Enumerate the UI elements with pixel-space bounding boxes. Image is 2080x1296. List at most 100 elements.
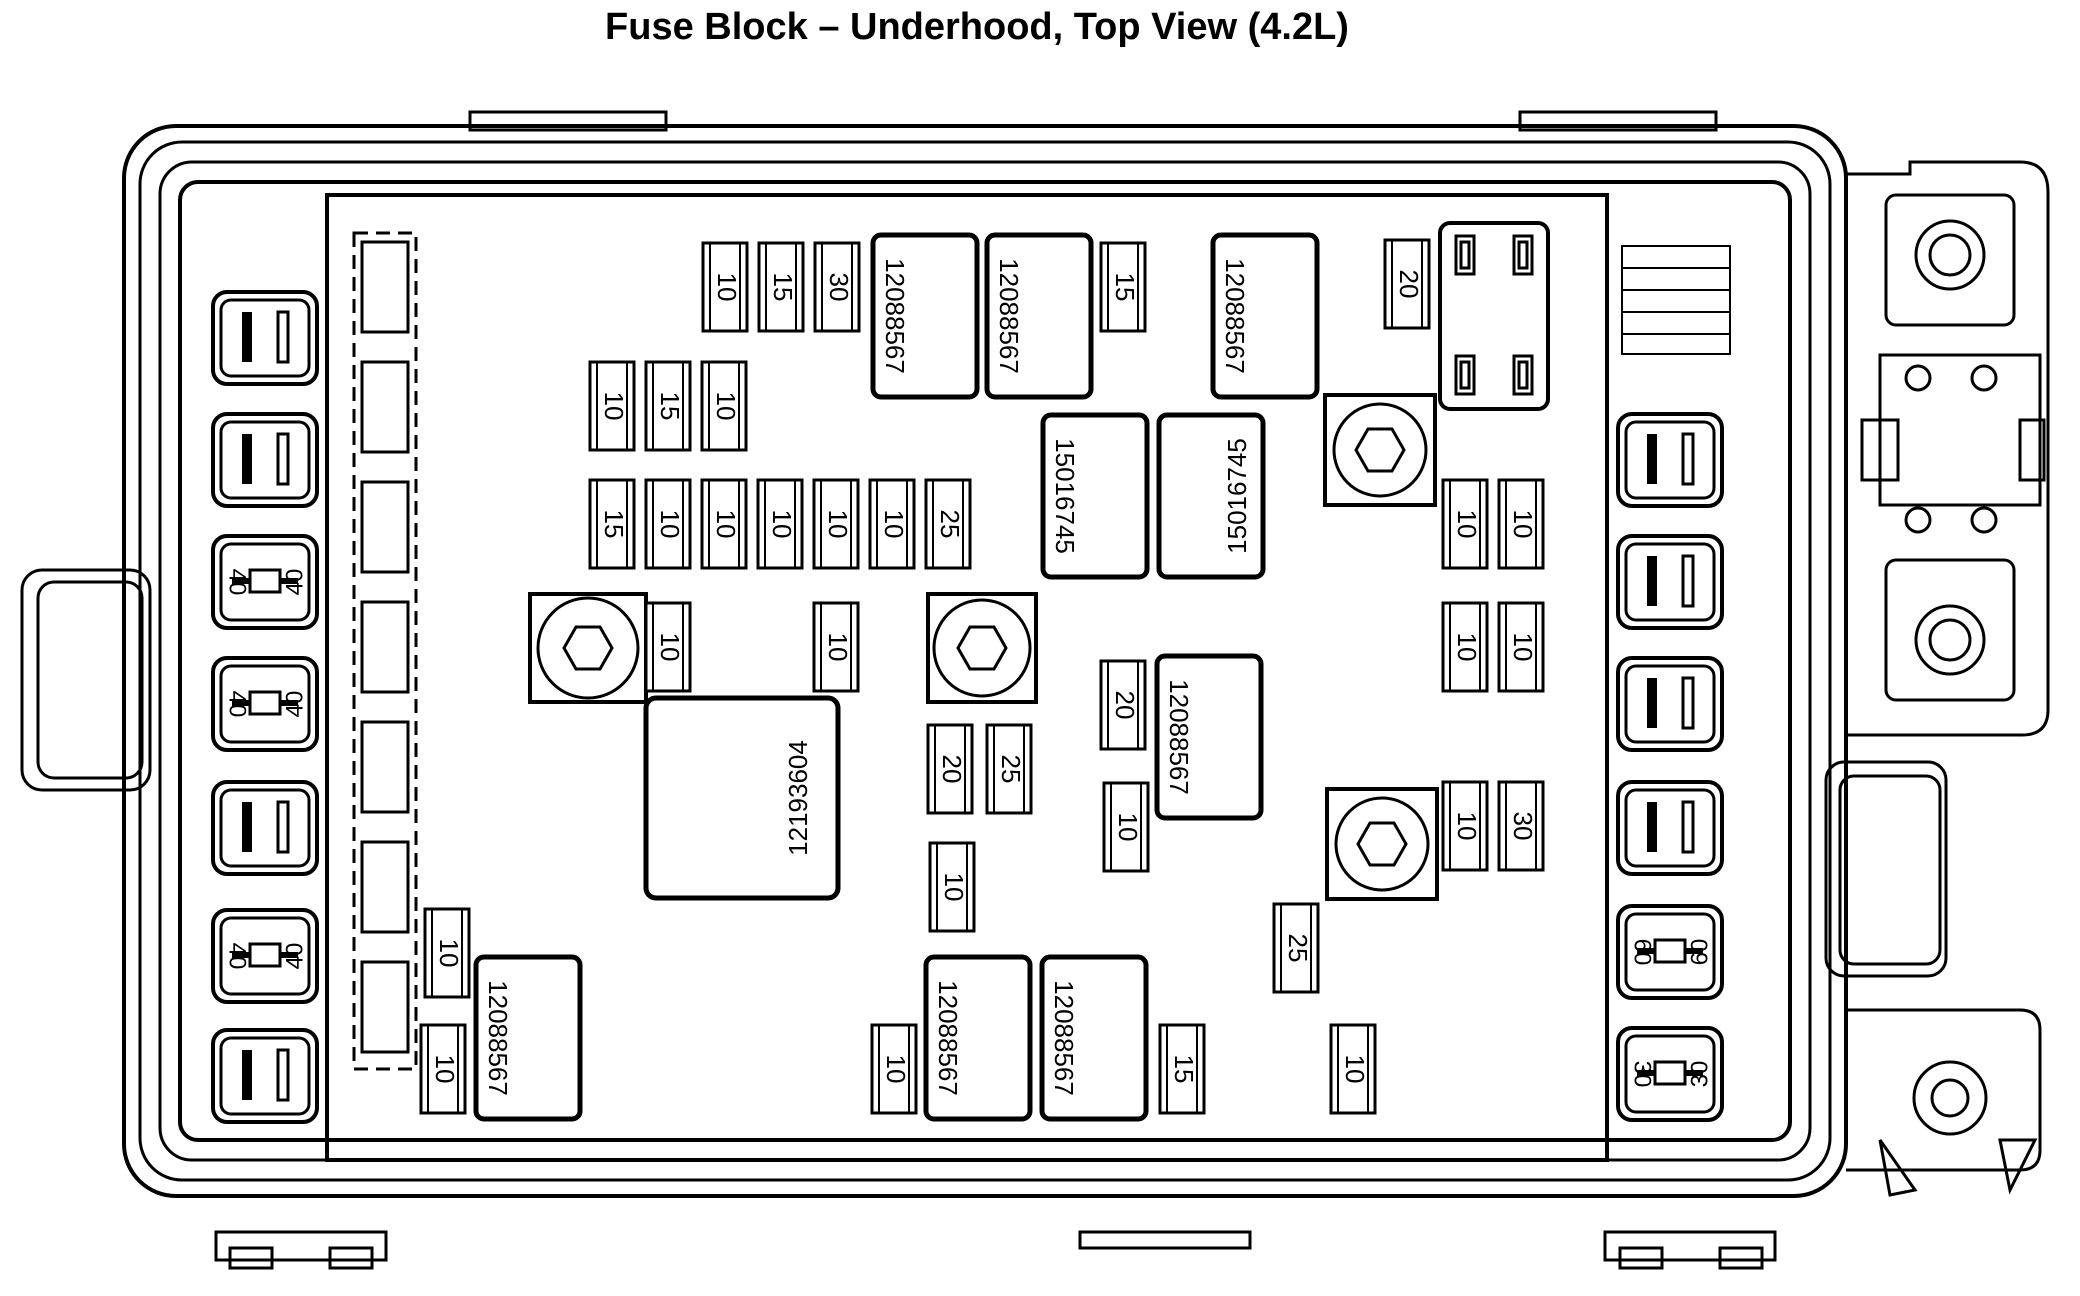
stud-terminal-bolt [1323,393,1437,507]
jcase-amp-rating-mirror: 40 [281,691,308,718]
fuse-amp-rating: 10 [1340,1055,1370,1084]
relay: 12088567 [870,232,980,400]
fuse-amp-rating: 15 [655,392,685,421]
jcase-amp-rating-mirror: 60 [1686,939,1713,966]
relay-part-number: 12088567 [880,258,910,374]
stud-terminal-bolt [1325,787,1439,901]
mini-fuse: 10 [1497,478,1545,570]
jcase-fuse-socket [211,1028,319,1124]
relay: 15016745 [1040,412,1150,580]
relay-part-number: 12193604 [783,740,813,856]
mini-fuse: 15 [1099,241,1147,333]
fuse-amp-rating: 10 [1508,633,1538,662]
mini-fuse: 10 [701,241,749,333]
fuse-amp-rating: 15 [1110,273,1140,302]
mini-fuse: 10 [419,1023,467,1115]
mini-fuse: 10 [1441,478,1489,570]
jcase-fuse-socket [211,290,319,386]
fuse-amp-rating: 10 [939,873,969,902]
mini-fuse: 10 [644,601,692,693]
jcase-amp-rating: 40 [224,691,251,718]
mini-fuse: 10 [1441,601,1489,693]
jcase-amp-rating-mirror: 30 [1686,1061,1713,1088]
relay: 12088567 [1154,653,1264,821]
relay: 15016745 [1156,412,1266,580]
relay: 12193604 [643,695,841,901]
fuse-amp-rating: 10 [767,510,797,539]
stud-terminal-bolt [926,592,1038,704]
fuse-amp-rating: 10 [1452,633,1482,662]
fuse-amp-rating: 10 [1452,510,1482,539]
jcase-fuse-socket: 30 30 [1616,1026,1724,1122]
fuse-amp-rating: 30 [824,273,854,302]
fuse-amp-rating: 10 [1452,812,1482,841]
jcase-amp-rating: 30 [1629,1061,1656,1088]
fuse-amp-rating: 10 [711,510,741,539]
mini-fuse: 10 [700,360,748,452]
mini-fuse: 15 [757,241,805,333]
relay-part-number: 12088567 [1164,679,1194,795]
mini-fuse: 30 [1497,780,1545,872]
relay: 12088567 [1210,232,1320,400]
mini-fuse: 10 [812,478,860,570]
jcase-amp-rating-mirror: 40 [281,569,308,596]
mini-fuse: 15 [644,360,692,452]
fuse-amp-rating: 10 [430,1055,460,1084]
jcase-amp-rating: 40 [224,943,251,970]
relay-part-number: 12088567 [1220,258,1250,374]
mini-fuse: 15 [588,478,636,570]
fuse-amp-rating: 10 [434,939,464,968]
fuse-amp-rating: 20 [1394,270,1424,299]
bussed-fuse-strip [360,240,410,1054]
fuse-amp-rating: 10 [823,633,853,662]
jcase-fuse-socket [211,412,319,508]
mini-fuse: 10 [870,1023,918,1115]
fuse-amp-rating: 20 [1110,691,1140,720]
relay-part-number: 15016745 [1222,438,1252,554]
relay-part-number: 12088567 [1049,980,1079,1096]
relay-part-number: 12088567 [994,258,1024,374]
fuse-amp-rating: 10 [881,1055,911,1084]
fuse-amp-rating: 10 [712,273,742,302]
fuse-amp-rating: 10 [655,510,685,539]
mini-fuse: 10 [1441,780,1489,872]
bussed-fuse-segment [360,480,410,574]
jcase-fuse-socket: 40 40 [211,908,319,1004]
relay: 12088567 [923,954,1033,1122]
mini-fuse: 25 [924,478,972,570]
jcase-fuse-socket [1616,412,1724,508]
mini-fuse: 10 [1329,1023,1377,1115]
jcase-fuse-socket: 60 60 [1616,904,1724,1000]
fuse-amp-rating: 15 [1169,1055,1199,1084]
fuse-amp-rating: 10 [823,510,853,539]
stud-terminals [528,393,1439,901]
jcase-fuse-socket [1616,780,1724,876]
mini-fuse: 15 [1158,1023,1206,1115]
mini-fuse: 25 [1272,902,1320,994]
mini-fuse: 10 [644,478,692,570]
relay-part-number: 12088567 [933,980,963,1096]
mini-fuse: 20 [1383,238,1431,330]
mini-fuse: 25 [985,723,1033,815]
bussed-fuse-segment [360,720,410,814]
fuse-amp-rating: 20 [937,755,967,784]
fuse-amp-rating: 15 [768,273,798,302]
bussed-fuse-segment [360,360,410,454]
mini-fuse: 10 [928,841,976,933]
relay: 12088567 [473,954,583,1122]
fuse-amp-rating: 15 [599,510,629,539]
jcase-fuse-socket [1616,656,1724,752]
mini-fuse: 10 [1497,601,1545,693]
mini-fuse: 10 [1102,781,1150,873]
mini-fuse: 10 [588,360,636,452]
relay-part-number: 15016745 [1050,438,1080,554]
fuse-amp-rating: 25 [935,510,965,539]
fuse-amp-rating: 10 [879,510,909,539]
jcase-amp-rating: 60 [1629,939,1656,966]
mini-fuse: 10 [700,478,748,570]
fuse-amp-rating: 30 [1508,812,1538,841]
jcase-amp-rating-mirror: 40 [281,943,308,970]
relay: 12088567 [984,232,1094,400]
